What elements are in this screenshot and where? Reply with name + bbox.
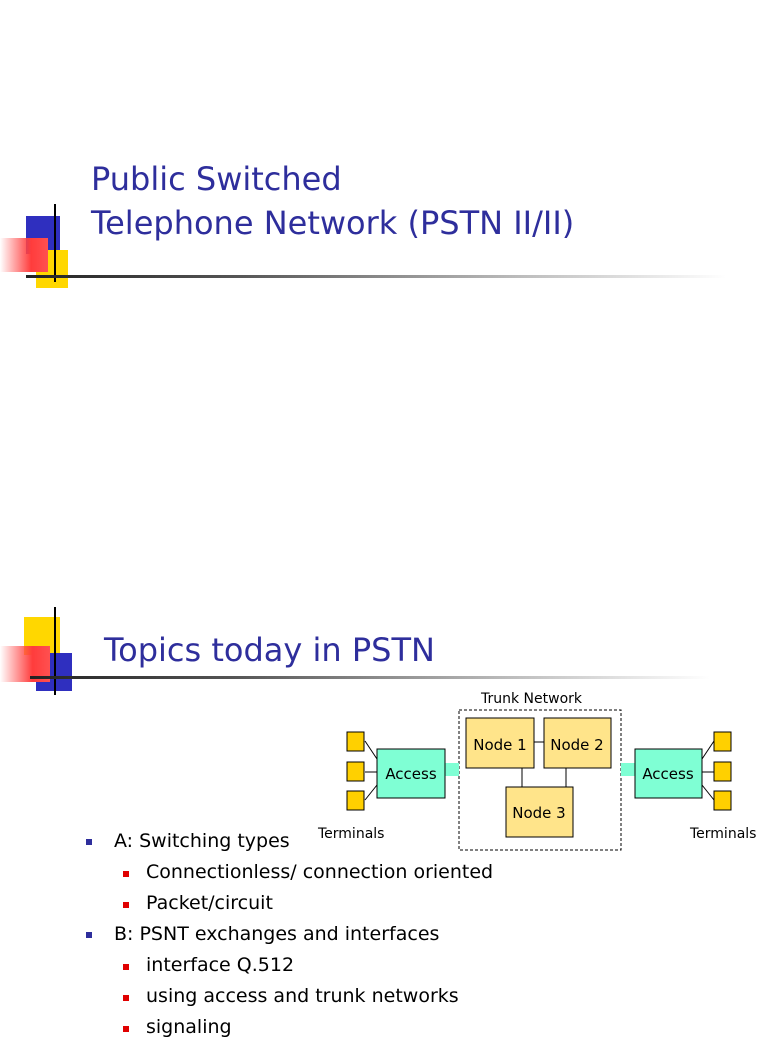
- sub-bullet-signaling: signaling: [86, 1012, 746, 1043]
- topic-bullet-list: A: Switching types Connectionless/ conne…: [86, 826, 746, 1043]
- access-right-label: Access: [642, 765, 694, 783]
- bullet-psnt-exchanges: B: PSNT exchanges and interfaces: [86, 919, 746, 950]
- pstn-network-diagram: Trunk Network Node 1 Node 2 Node 3 Acces…: [314, 686, 768, 852]
- terminal-icon: [713, 761, 732, 782]
- sub-bullet-packet-circuit: Packet/circuit: [86, 888, 746, 919]
- node-2-label: Node 2: [550, 736, 603, 754]
- slide1-title-line2: Telephone Network (PSTN II/II): [91, 204, 575, 242]
- link-left: [445, 763, 459, 776]
- access-left-label: Access: [385, 765, 437, 783]
- decor-red-square: [0, 238, 48, 272]
- terminal-link: [364, 740, 378, 760]
- node-1-box: [465, 717, 535, 769]
- node-3-label: Node 3: [512, 804, 565, 822]
- link-right: [621, 763, 635, 776]
- terminal-link: [701, 784, 715, 801]
- slide1-title: Public Switched Telephone Network (PSTN …: [91, 157, 574, 245]
- decor-vertical-line: [54, 204, 56, 282]
- terminal-icon: [713, 790, 732, 811]
- bullet-switching-types: A: Switching types: [86, 826, 746, 857]
- title-underline: [26, 275, 726, 278]
- access-left-box: [376, 748, 446, 799]
- sub-bullet-interface: interface Q.512: [86, 950, 746, 981]
- node-2-box: [543, 717, 612, 769]
- terminals-left-label: Terminals: [317, 826, 384, 842]
- sub-bullet-access-trunk: using access and trunk networks: [86, 981, 746, 1012]
- trunk-network-label: Trunk Network: [480, 691, 583, 707]
- terminal-icon: [713, 731, 732, 752]
- terminals-right-label: Terminals: [689, 826, 756, 842]
- trunk-network-boundary: [458, 709, 622, 851]
- node-1-label: Node 1: [473, 736, 526, 754]
- decor-vertical-line: [54, 607, 56, 695]
- slide1-title-line1: Public Switched: [91, 160, 342, 198]
- terminal-link: [701, 740, 715, 760]
- terminal-icon: [346, 761, 365, 782]
- title-underline: [30, 676, 710, 679]
- access-right-box: [634, 748, 703, 799]
- terminal-icon: [346, 731, 365, 752]
- slide2-title: Topics today in PSTN: [104, 631, 435, 669]
- terminal-icon: [346, 790, 365, 811]
- node-3-box: [505, 786, 574, 838]
- sub-bullet-connection-oriented: Connectionless/ connection oriented: [86, 857, 746, 888]
- terminal-link: [364, 784, 378, 801]
